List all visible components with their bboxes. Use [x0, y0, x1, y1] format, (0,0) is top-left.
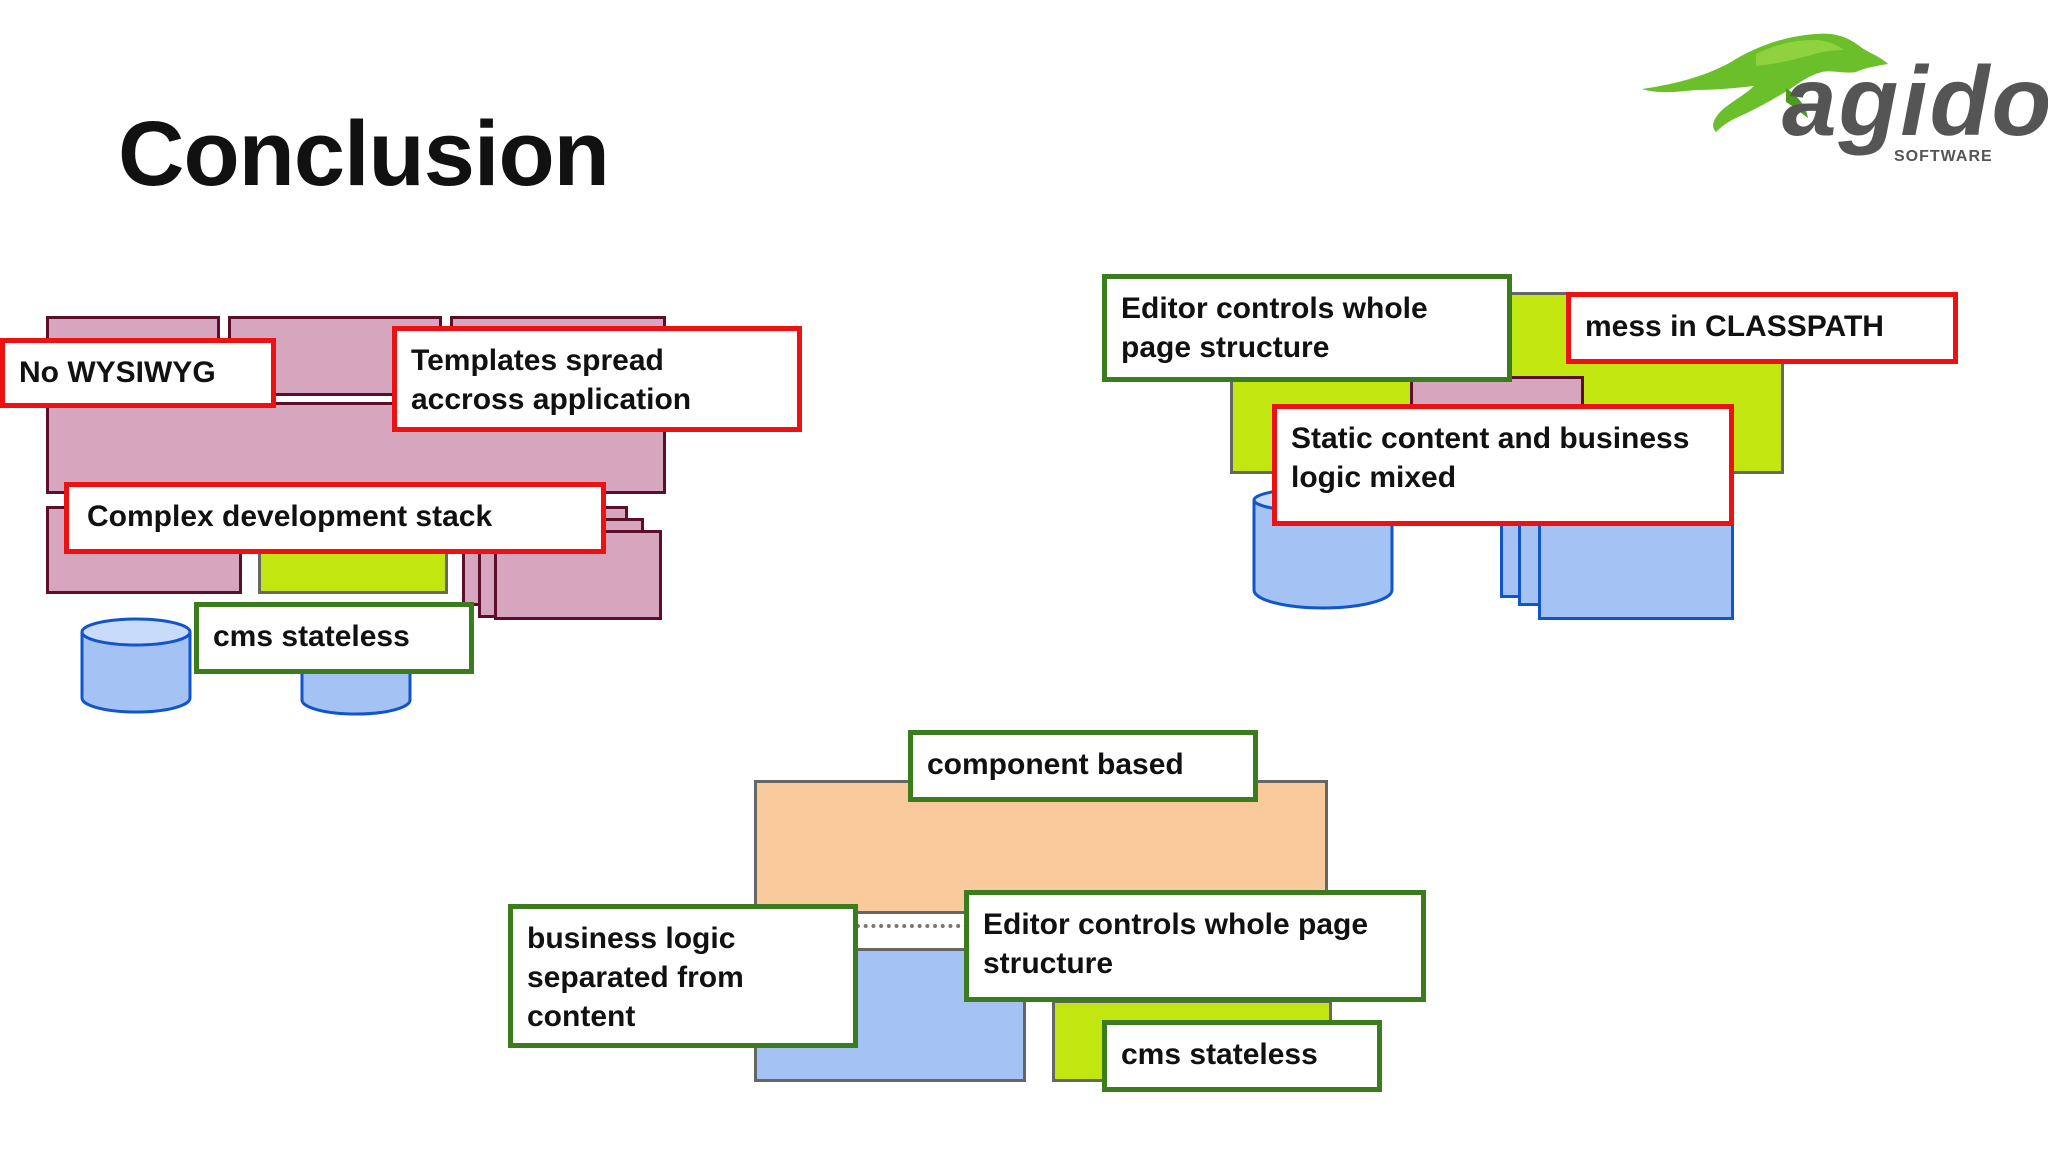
- label-business-logic: business logic separated from content: [508, 904, 858, 1048]
- label-cms-stateless-bottom: cms stateless: [1102, 1020, 1382, 1092]
- panther-icon: [1642, 33, 1888, 132]
- logo-tagline: SOFTWARE: [1894, 148, 1993, 165]
- label-editor-controls-bottom: Editor controls whole page structure: [964, 890, 1426, 1002]
- label-complex-stack: Complex development stack: [64, 482, 606, 554]
- bottom-dotted-divider: [856, 924, 968, 928]
- label-editor-controls-right: Editor controls whole page structure: [1102, 274, 1512, 382]
- label-no-wysiwyg: No WYSIWYG: [0, 338, 276, 408]
- logo-wordmark: agido: [1782, 46, 2048, 156]
- label-templates-spread: Templates spread accross application: [392, 326, 802, 432]
- left-database-icon: [80, 617, 192, 714]
- label-static-mixed: Static content and business logic mixed: [1272, 404, 1734, 526]
- slide-title: Conclusion: [118, 103, 610, 205]
- label-component-based: component based: [908, 730, 1258, 802]
- agido-logo: agido SOFTWARE: [1636, 14, 2048, 174]
- label-cms-stateless-left: cms stateless: [194, 602, 474, 674]
- right-blue-stack-3: [1538, 516, 1734, 620]
- left-database-2-icon: [300, 662, 412, 716]
- label-classpath: mess in CLASSPATH: [1566, 292, 1958, 364]
